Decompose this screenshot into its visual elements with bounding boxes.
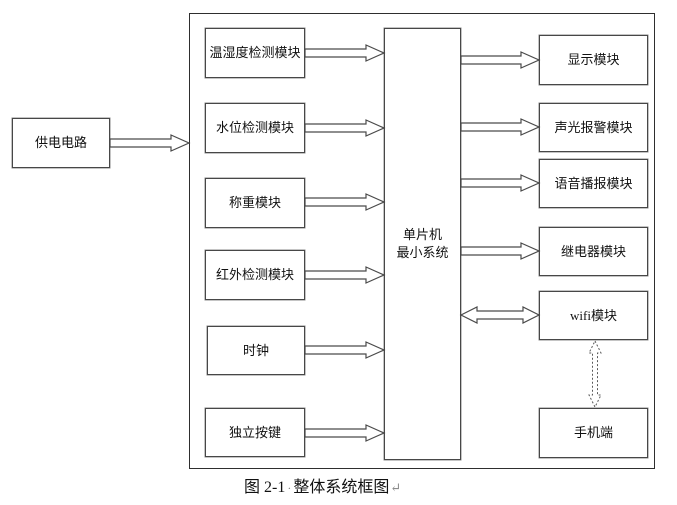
box-power-supply-label: 供电电路 (34, 135, 87, 150)
box-temp-humidity-module: 温湿度检测模块 (205, 28, 305, 78)
space-mark: · (287, 481, 292, 495)
box-relay-module: 继电器模块 (539, 227, 648, 276)
box-mcu-minimal-system: 单片机 最小系统 (384, 28, 461, 460)
box-infrared-module: 红外检测模块 (205, 250, 305, 300)
box-wifi-label: wifi模块 (570, 307, 617, 323)
box-sound-light-alarm-label: 声光报警模块 (554, 119, 633, 135)
box-clock-module: 时钟 (207, 326, 305, 375)
figure-number: 图 2-1 (244, 479, 286, 496)
box-power-supply: 供电电路 (12, 118, 110, 168)
box-infrared-label: 红外检测模块 (215, 267, 294, 282)
box-independent-keys-label: 独立按键 (228, 424, 281, 440)
box-display-module: 显示模块 (539, 35, 648, 85)
box-relay-label: 继电器模块 (560, 243, 626, 259)
box-independent-keys: 独立按键 (205, 408, 305, 457)
mcu-label-line2: 最小系统 (396, 245, 449, 260)
figure-caption: 图 2-1·整体系统框图↵ (244, 478, 401, 498)
arrow-power-to-system (109, 134, 191, 152)
figure-title: 整体系统框图 (293, 479, 390, 496)
box-sound-light-alarm-module: 声光报警模块 (539, 103, 648, 152)
box-temp-humidity-label: 温湿度检测模块 (209, 45, 301, 60)
paragraph-return-mark: ↵ (390, 480, 402, 495)
box-phone-client-label: 手机端 (573, 425, 613, 440)
box-water-level-label: 水位检测模块 (215, 120, 294, 135)
box-voice-broadcast-module: 语音播报模块 (539, 159, 648, 208)
mcu-label-line1: 单片机 (402, 227, 442, 242)
box-water-level-module: 水位检测模块 (205, 103, 305, 153)
box-wifi-module: wifi模块 (539, 291, 648, 340)
box-phone-client: 手机端 (539, 408, 648, 458)
box-weighing-label: 称重模块 (228, 195, 281, 210)
box-weighing-module: 称重模块 (205, 178, 305, 228)
box-clock-label: 时钟 (242, 342, 269, 358)
box-voice-broadcast-label: 语音播报模块 (554, 175, 633, 191)
box-display-label: 显示模块 (567, 52, 620, 67)
